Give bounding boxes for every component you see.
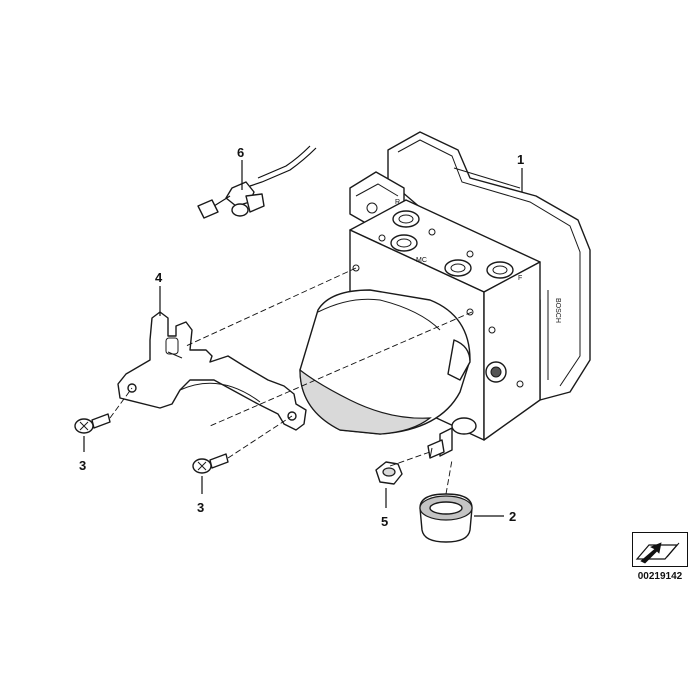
sensor-cable [197,145,317,219]
arrow-reference-icon [635,542,680,564]
brand-label: BOSCH [554,298,561,323]
callout-4: 4 [155,270,163,285]
reference-symbol-box [632,532,688,567]
screw-left [74,413,111,434]
callout-2: 2 [509,509,516,524]
mounting-stud [427,417,477,459]
port-label-mc: MC [416,257,427,264]
rubber-grommet [419,493,473,543]
hex-nut [375,461,403,485]
port-label-f: F [518,275,522,282]
callout-1: 1 [517,152,524,167]
callout-5: 5 [381,514,388,529]
callout-6: 6 [237,145,244,160]
port-label-r: R [395,199,400,206]
assembly-lines [109,267,473,495]
callout-3-left: 3 [79,458,86,473]
reference-number: 00219142 [637,571,683,582]
pump-motor [299,289,471,435]
callout-3-right: 3 [197,500,204,515]
screw-right [192,453,229,474]
mounting-bracket [117,311,307,431]
leader-lines [83,160,523,517]
